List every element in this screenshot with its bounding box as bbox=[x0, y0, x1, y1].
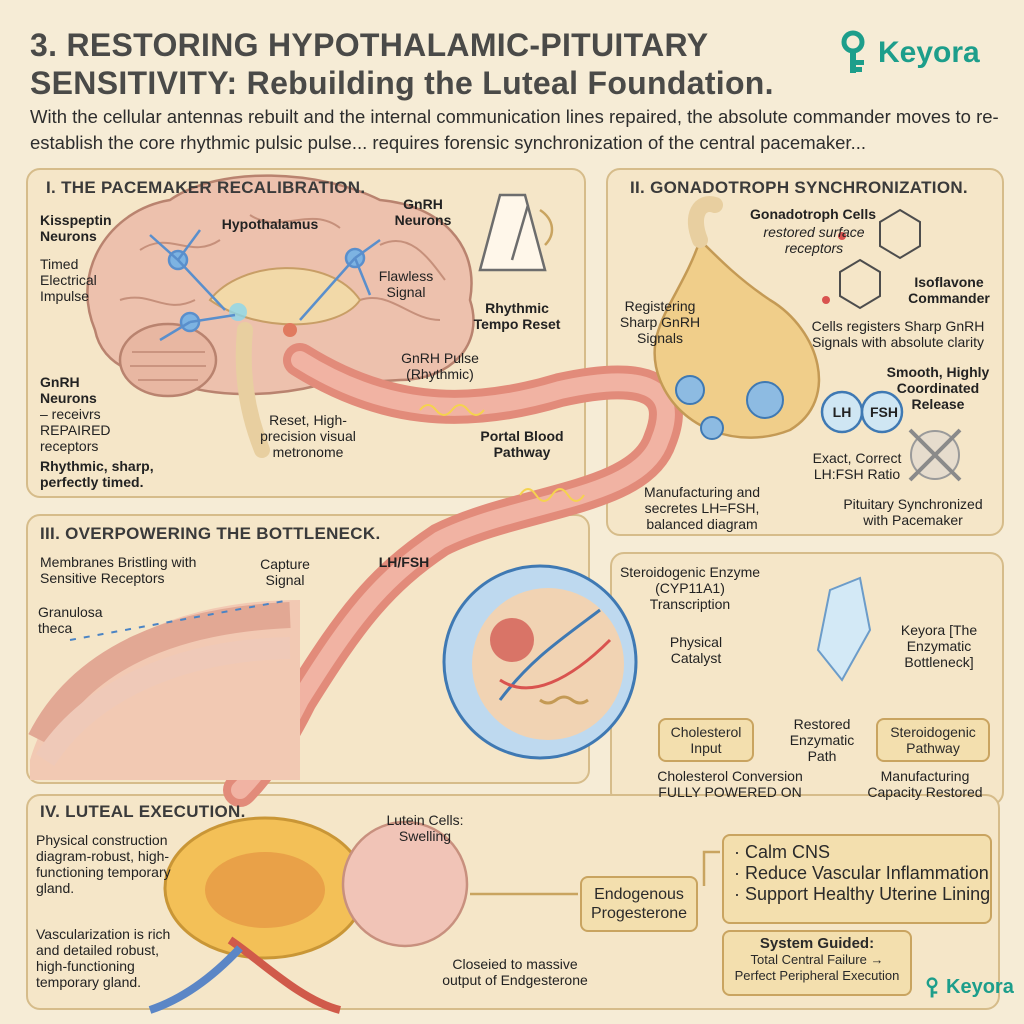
intro-text: With the cellular antennas rebuilt and t… bbox=[30, 106, 999, 153]
label-closeied-output: Closeied to massive output of Endgestero… bbox=[442, 956, 588, 988]
label-cells-register: Cells registers Sharp GnRH Signals with … bbox=[811, 318, 985, 350]
label-gnrh-pulse: GnRH Pulse (Rhythmic) bbox=[401, 350, 479, 382]
key-icon bbox=[841, 30, 865, 73]
logo-text: Keyora bbox=[878, 36, 980, 69]
label-rhythmic-tempo: Rhythmic Tempo Reset bbox=[473, 300, 561, 332]
benefit-item: · Calm CNS bbox=[734, 842, 831, 862]
label-keyora-bottleneck: Keyora [The Enzymatic Bottleneck] bbox=[900, 622, 978, 670]
label-lutein-cells: Lutein Cells: Swelling bbox=[386, 812, 464, 844]
label-physical-construction: Physical construction diagram-robust, hi… bbox=[36, 832, 171, 896]
system-guided-title: System Guided: bbox=[759, 935, 875, 952]
follicle-illustration bbox=[28, 599, 300, 780]
corpus-luteum-illustration bbox=[148, 816, 367, 1014]
label-granulosa: Granulosa theca bbox=[38, 604, 103, 636]
label-lh: LH bbox=[832, 404, 852, 420]
label-portal-blood: Portal Blood Pathway bbox=[480, 428, 564, 460]
molecule-icon bbox=[822, 208, 921, 310]
system-guided-box: System Guided: Total Central Failure → P… bbox=[722, 930, 912, 996]
metronome-icon bbox=[478, 193, 554, 272]
label-membranes: Membranes Bristling with Sensitive Recep… bbox=[40, 554, 197, 586]
label-fsh: FSH bbox=[870, 404, 898, 420]
label-flawless-signal: Flawless Signal bbox=[378, 268, 434, 300]
cell-nucleus-illustration bbox=[442, 564, 638, 760]
label-gnrh-neurons-top: GnRH Neurons bbox=[394, 196, 452, 228]
panel2-heading: II. GONADOTROPH SYNCHRONIZATION. bbox=[630, 178, 968, 197]
label-registering-signals: Registering Sharp GnRH Signals bbox=[619, 298, 701, 346]
panel3-heading: III. OVERPOWERING THE BOTTLENECK. bbox=[40, 524, 381, 543]
neuron-illustration bbox=[149, 229, 381, 342]
perfect-execution-text: Perfect Peripheral Execution bbox=[734, 968, 900, 983]
panel-enzymatic bbox=[610, 552, 1004, 806]
label-timed-impulse: Timed Electrical Impulse bbox=[40, 256, 97, 304]
label-cholesterol-conversion: Cholesterol Conversion FULLY POWERED ON bbox=[657, 768, 803, 800]
panel1-heading: I. THE PACEMAKER RECALIBRATION. bbox=[46, 178, 366, 197]
label-steroidogenic-enzyme: Steroidogenic Enzyme (CYP11A1) Transcrip… bbox=[619, 564, 761, 612]
crystal-icon bbox=[816, 576, 872, 682]
endogenous-progesterone-box: Endogenous Progesterone bbox=[580, 876, 698, 932]
label-gonadotroph-cells: Gonadotroph Cells bbox=[750, 206, 876, 222]
pituitary-illustration bbox=[653, 196, 821, 440]
label-hypothalamus: Hypothalamus bbox=[221, 216, 319, 232]
key-icon bbox=[926, 976, 938, 997]
label-smooth-release: Smooth, Highly Coordinated Release bbox=[886, 364, 990, 412]
label-kisspeptin: Kisspeptin Neurons bbox=[40, 212, 112, 244]
label-manufacturing-capacity: Manufacturing Capacity Restored bbox=[867, 768, 983, 800]
label-manufacturing: Manufacturing and secretes LH=FSH, balan… bbox=[644, 484, 760, 532]
label-reset-metronome: Reset, High-precision visual metronome bbox=[260, 412, 356, 460]
panel4-heading: IV. LUTEAL EXECUTION. bbox=[40, 802, 246, 821]
footer-logo-text: Keyora bbox=[946, 976, 1014, 998]
label-isoflavone: Isoflavone Commander bbox=[908, 274, 990, 306]
page-title: 3. RESTORING HYPOTHALAMIC-PITUITARY SENS… bbox=[30, 27, 774, 101]
total-failure-text: Total Central Failure → bbox=[750, 952, 884, 967]
label-pituitary-sync: Pituitary Synchronized with Pacemaker bbox=[843, 496, 983, 528]
crossed-out-icon bbox=[908, 428, 962, 482]
brain-illustration bbox=[86, 174, 475, 458]
label-rhythmic-sharp: Rhythmic, sharp, perfectly timed. bbox=[40, 458, 154, 490]
label-restored-receptors: restored surface receptors bbox=[763, 224, 865, 256]
label-repaired-receptors: – receivrs REPAIRED receptors bbox=[40, 406, 111, 454]
benefits-box: · Calm CNS · Reduce Vascular Inflammatio… bbox=[722, 834, 992, 924]
label-capture-signal: Capture Signal bbox=[260, 556, 310, 588]
lutein-cells-closeup bbox=[341, 820, 469, 948]
label-vascularization: Vascularization is rich and detailed rob… bbox=[36, 926, 171, 990]
label-physical-catalyst: Physical Catalyst bbox=[669, 634, 723, 666]
label-restored-path: Restored Enzymatic Path bbox=[789, 716, 855, 764]
brand-logo: Keyora bbox=[836, 30, 980, 76]
fsh-hormone-icon bbox=[860, 390, 904, 434]
label-lh-fsh: LH/FSH bbox=[378, 554, 430, 570]
label-exact-ratio: Exact, Correct LH:FSH Ratio bbox=[812, 450, 902, 482]
cholesterol-input-box: Cholesterol Input bbox=[658, 718, 754, 762]
benefit-item: · Reduce Vascular Inflammation bbox=[734, 863, 989, 883]
steroidogenic-pathway-box: Steroidogenic Pathway bbox=[876, 718, 990, 762]
footer-logo: Keyora bbox=[924, 976, 1014, 999]
label-gnrh-neurons-left: GnRH Neurons bbox=[40, 374, 97, 406]
benefit-item: · Support Healthy Uterine Lining bbox=[734, 884, 991, 904]
